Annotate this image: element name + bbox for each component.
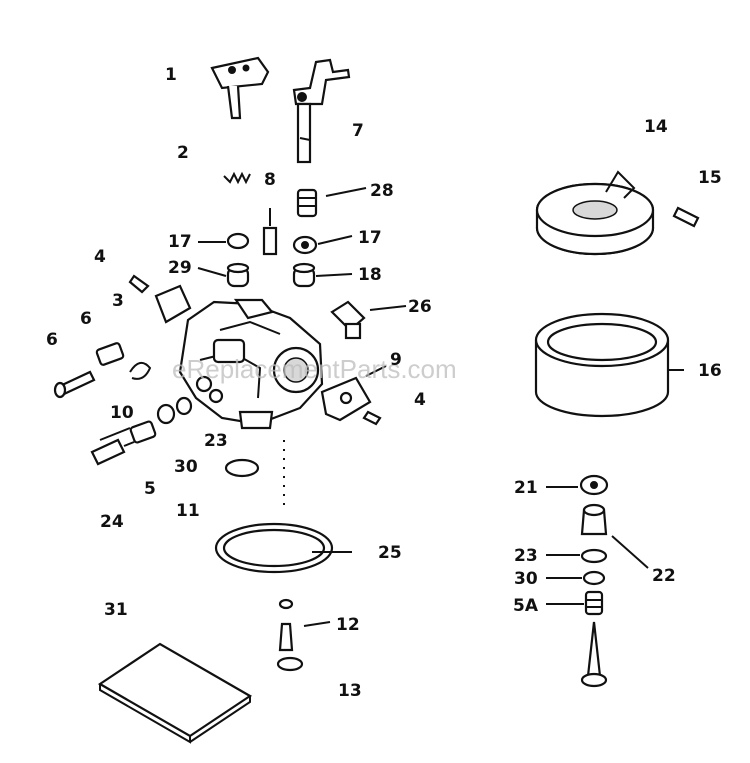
carburetor-body: [178, 298, 324, 430]
part-16-filter-element: [534, 312, 670, 418]
part-8-screw: [262, 208, 278, 256]
callout-23-left: 23: [204, 431, 228, 451]
callout-18: 18: [358, 265, 382, 285]
callout-17-left: 17: [168, 232, 192, 252]
callout-16: 16: [698, 361, 722, 381]
part-6-screw-long: [53, 370, 96, 399]
part-4-screw-upper: [128, 274, 150, 294]
part-15-pin: [672, 206, 700, 228]
part-30-washer-left: [156, 403, 176, 425]
part-10-spring: [129, 420, 157, 444]
part-1-throttle-shaft: [210, 56, 270, 120]
part-21-nut: [579, 474, 609, 496]
part-7-choke-shaft: [292, 58, 351, 164]
part-6-spring: [95, 342, 125, 366]
part-2-spring: [223, 171, 251, 185]
callout-8: 8: [264, 170, 276, 190]
part-3-choke-plate: [154, 284, 192, 324]
callout-1: 1: [165, 65, 177, 85]
part-22-adjusting-screw: [580, 503, 608, 536]
callout-12: 12: [336, 615, 360, 635]
callout-22: 22: [652, 566, 676, 586]
callout-10: 10: [110, 403, 134, 423]
callout-9: 9: [390, 350, 402, 370]
part-17-washer-left: [226, 232, 250, 250]
callout-29: 29: [168, 258, 192, 278]
callout-5a: 5A: [513, 596, 539, 616]
callout-11: 11: [176, 501, 200, 521]
part-4-screw-lower: [362, 410, 382, 426]
callout-30-left: 30: [174, 457, 198, 477]
part-clip: [129, 361, 152, 380]
callout-25: 25: [378, 543, 402, 563]
part-31-kit-packet: [97, 642, 253, 744]
part-28-spring: [296, 188, 318, 218]
part-24-needle: [90, 438, 135, 466]
callout-2: 2: [177, 143, 189, 163]
callout-24: 24: [100, 512, 124, 532]
part-17-washer-right: [292, 235, 318, 255]
part-11-oring: [224, 458, 260, 478]
callout-14: 14: [644, 117, 668, 137]
part-12-jet: [278, 598, 294, 652]
callout-4-lower: 4: [414, 390, 426, 410]
part-5a-spring: [584, 590, 604, 616]
part-14-filter-cover: [535, 170, 655, 256]
part-29-seal: [226, 262, 250, 288]
part-18-seal: [292, 262, 316, 288]
part-23-oring-left: [175, 396, 193, 416]
callout-5: 5: [144, 479, 156, 499]
part-30-washer-right: [582, 570, 606, 586]
callout-3: 3: [112, 291, 124, 311]
callout-21: 21: [514, 478, 538, 498]
callout-15: 15: [698, 168, 722, 188]
callout-4-upper: 4: [94, 247, 106, 267]
callout-13: 13: [338, 681, 362, 701]
part-9-gasket: [320, 376, 372, 422]
callout-30-right: 30: [514, 569, 538, 589]
callout-23-right: 23: [514, 546, 538, 566]
part-23-oring-right: [580, 548, 608, 564]
callout-6-lower: 6: [46, 330, 58, 350]
callout-labels: 1 2 3 4 4 5 5A 6 6 7 8 9 10 11 12 13 14 …: [46, 65, 722, 701]
callout-7: 7: [352, 121, 364, 141]
leader-lines: [99, 187, 684, 627]
part-25-bowl-gasket: [214, 522, 334, 574]
callout-26: 26: [408, 297, 432, 317]
part-26-fitting: [330, 300, 366, 340]
part-needle-right: [580, 621, 608, 688]
callout-28: 28: [370, 181, 394, 201]
callout-31: 31: [104, 600, 128, 620]
part-13-gasket: [276, 656, 304, 672]
callout-6-upper: 6: [80, 309, 92, 329]
callout-17-right: 17: [358, 228, 382, 248]
watermark: eReplacementParts.com: [172, 354, 457, 384]
